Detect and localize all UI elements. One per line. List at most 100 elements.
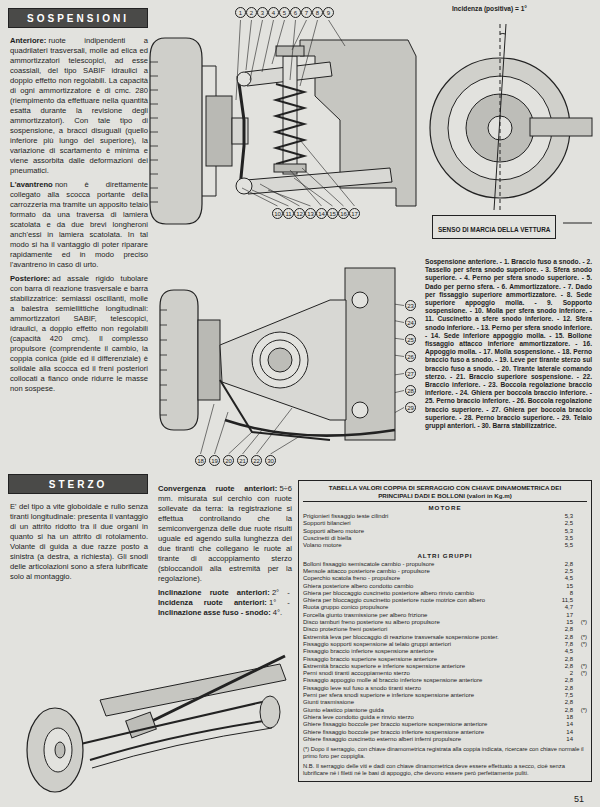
paragraph: Sospensione anteriore.- 1. Braccio fuso … — [425, 258, 592, 430]
table-row: Ghiera posteriore albero condotto cambio… — [303, 583, 587, 590]
callout-number: 10 — [272, 208, 283, 219]
torque-value: 2,8 — [551, 699, 573, 706]
table-row: Sopporti bilancieri2,5 — [303, 520, 587, 527]
steering-assembly — [260, 696, 280, 728]
text-column: E' del tipo a vite globoidale e rullo se… — [10, 502, 148, 586]
bold-lead: Anteriore: — [10, 36, 46, 45]
text-column: Anteriore:ruote indipendenti a quadrilat… — [10, 36, 148, 398]
callout-number: 19 — [209, 455, 220, 466]
front-suspension-section — [150, 38, 202, 224]
body-text: 4°. — [273, 608, 282, 617]
row-mark — [573, 535, 587, 542]
table-row: Prigionieri fissaggio teste cilindri5,3 — [303, 513, 587, 520]
callout-text: 6 — [294, 10, 297, 16]
table-title: TABELLA VALORI COPPIA DI SERRAGGIO CON C… — [303, 484, 587, 502]
torque-value: 2,8 — [551, 685, 573, 692]
torque-value: 4,5 — [551, 648, 573, 655]
torque-value: 2,5 — [551, 568, 573, 575]
table-row: Ghiere fissaggio boccole per braccio sup… — [303, 721, 587, 728]
front-suspension-section — [150, 62, 158, 202]
front-suspension-plan — [160, 268, 395, 440]
callout-number: 17 — [349, 208, 360, 219]
row-name: Perni snodi tiranti accoppiamento sterzo — [303, 670, 551, 677]
table-row: Disco protezione freni posteriori2,8 — [303, 626, 587, 633]
row-mark — [573, 575, 587, 582]
callout-number: 6 — [290, 7, 301, 18]
node-text: SENSO DI MARCIA DELLA VETTURA — [438, 226, 550, 233]
callout-text: 28 — [407, 388, 414, 394]
row-mark — [573, 656, 587, 663]
callout-number: 5 — [279, 7, 290, 18]
steering-assembly — [90, 720, 270, 760]
front-suspension-section — [246, 168, 392, 194]
callout-text: 29 — [407, 405, 414, 411]
callout-text: 8 — [316, 10, 319, 16]
torque-value: 18 — [551, 714, 573, 721]
row-mark — [573, 568, 587, 575]
callout-number: 11 — [283, 208, 294, 219]
steering-assembly — [27, 708, 83, 792]
row-name: Mensole attacco posteriore cambio - prop… — [303, 568, 551, 575]
row-mark: (*) — [573, 663, 587, 670]
row-name: Sopporti albero motore — [303, 528, 551, 535]
torque-value: 2,8 — [551, 626, 573, 633]
section-band: STERZO — [8, 474, 148, 494]
front-suspension-plan — [252, 332, 308, 388]
table-row: Fissaggio braccio inferiore sospensione … — [303, 648, 587, 655]
front-suspension-plan — [160, 290, 198, 430]
body-text: ruote indipendenti a quadrilateri trasve… — [10, 36, 148, 175]
incidence-view — [500, 33, 505, 35]
callout-text: 20 — [225, 458, 232, 464]
front-suspension-section — [237, 72, 251, 86]
table-row: Cuscinetti di biella3,5 — [303, 535, 587, 542]
row-name: Ghiera per bloccaggio cuscinetto posteri… — [303, 590, 551, 597]
torque-value: 2,8 — [551, 677, 573, 684]
incidence-view — [494, 24, 506, 210]
torque-value: 3,5 — [551, 535, 573, 542]
table-row: Perni per sfera snodi superiore e inferi… — [303, 692, 587, 699]
row-name: Fissaggio braccio inferiore sospensione … — [303, 648, 551, 655]
paragraph: Inclinazione ruote anteriori:2° -Inciden… — [158, 588, 292, 618]
body-text: 2° - — [272, 588, 290, 597]
callout-number: 27 — [405, 368, 416, 379]
bold-lead: L'avantreno — [10, 180, 53, 189]
callout-number: 20 — [223, 455, 234, 466]
body-text: 5÷6 mm. misurata sul cerchio con ruote s… — [158, 484, 292, 583]
table-section: MOTORE — [303, 504, 587, 512]
table-row: Perni snodi tiranti accoppiamento sterzo… — [303, 670, 587, 677]
callout-text: 4 — [272, 10, 275, 16]
callout-text: 18 — [197, 458, 204, 464]
callout-text: 13 — [307, 211, 314, 217]
table-row: Forcella giunto trasmissione per albero … — [303, 612, 587, 619]
row-mark: (*) — [573, 641, 587, 648]
torque-value: 8 — [551, 590, 573, 597]
torque-value: 15 — [551, 583, 573, 590]
row-mark — [573, 604, 587, 611]
row-mark — [573, 685, 587, 692]
front-suspension-plan — [160, 310, 167, 415]
front-suspension-section — [232, 118, 248, 144]
table-row: Ghiera per bloccaggio cuscinetto posteri… — [303, 597, 587, 604]
paragraph: Posteriore:ad assale rigido tubolare con… — [10, 274, 148, 394]
body-text: E' del tipo a vite globoidale e rullo se… — [10, 502, 148, 581]
row-name: Ghiera leve condotto guida e rinvio ster… — [303, 714, 551, 721]
row-name: Bolloni fissaggio semiscatole cambio - p… — [303, 561, 551, 568]
row-mark — [573, 528, 587, 535]
angle-label: Incidenza (positiva) = 1° — [452, 5, 527, 12]
callout-text: 24 — [407, 320, 414, 326]
row-mark — [573, 626, 587, 633]
row-mark — [573, 520, 587, 527]
row-name: Coperchio scatola freno - propulsore — [303, 575, 551, 582]
callout-text: 16 — [340, 211, 347, 217]
table-row: Fissaggio appoggio molle al braccio infe… — [303, 677, 587, 684]
front-suspension-section — [238, 76, 244, 188]
table-row: Fissaggio braccio superiore sospensione … — [303, 656, 587, 663]
table-row: Bolloni fissaggio semiscatole cambio - p… — [303, 561, 587, 568]
front-suspension-plan — [198, 320, 220, 400]
row-name: Fissaggio appoggio molle al braccio infe… — [303, 677, 551, 684]
callout-text: 25 — [407, 337, 414, 343]
callout-number: 8 — [312, 7, 323, 18]
row-name: Ghiere fissaggio boccole per braccio inf… — [303, 729, 551, 736]
steering-assembly — [140, 702, 262, 730]
row-name: Ghiere fissaggio cuscinetto esterno albe… — [303, 736, 551, 743]
